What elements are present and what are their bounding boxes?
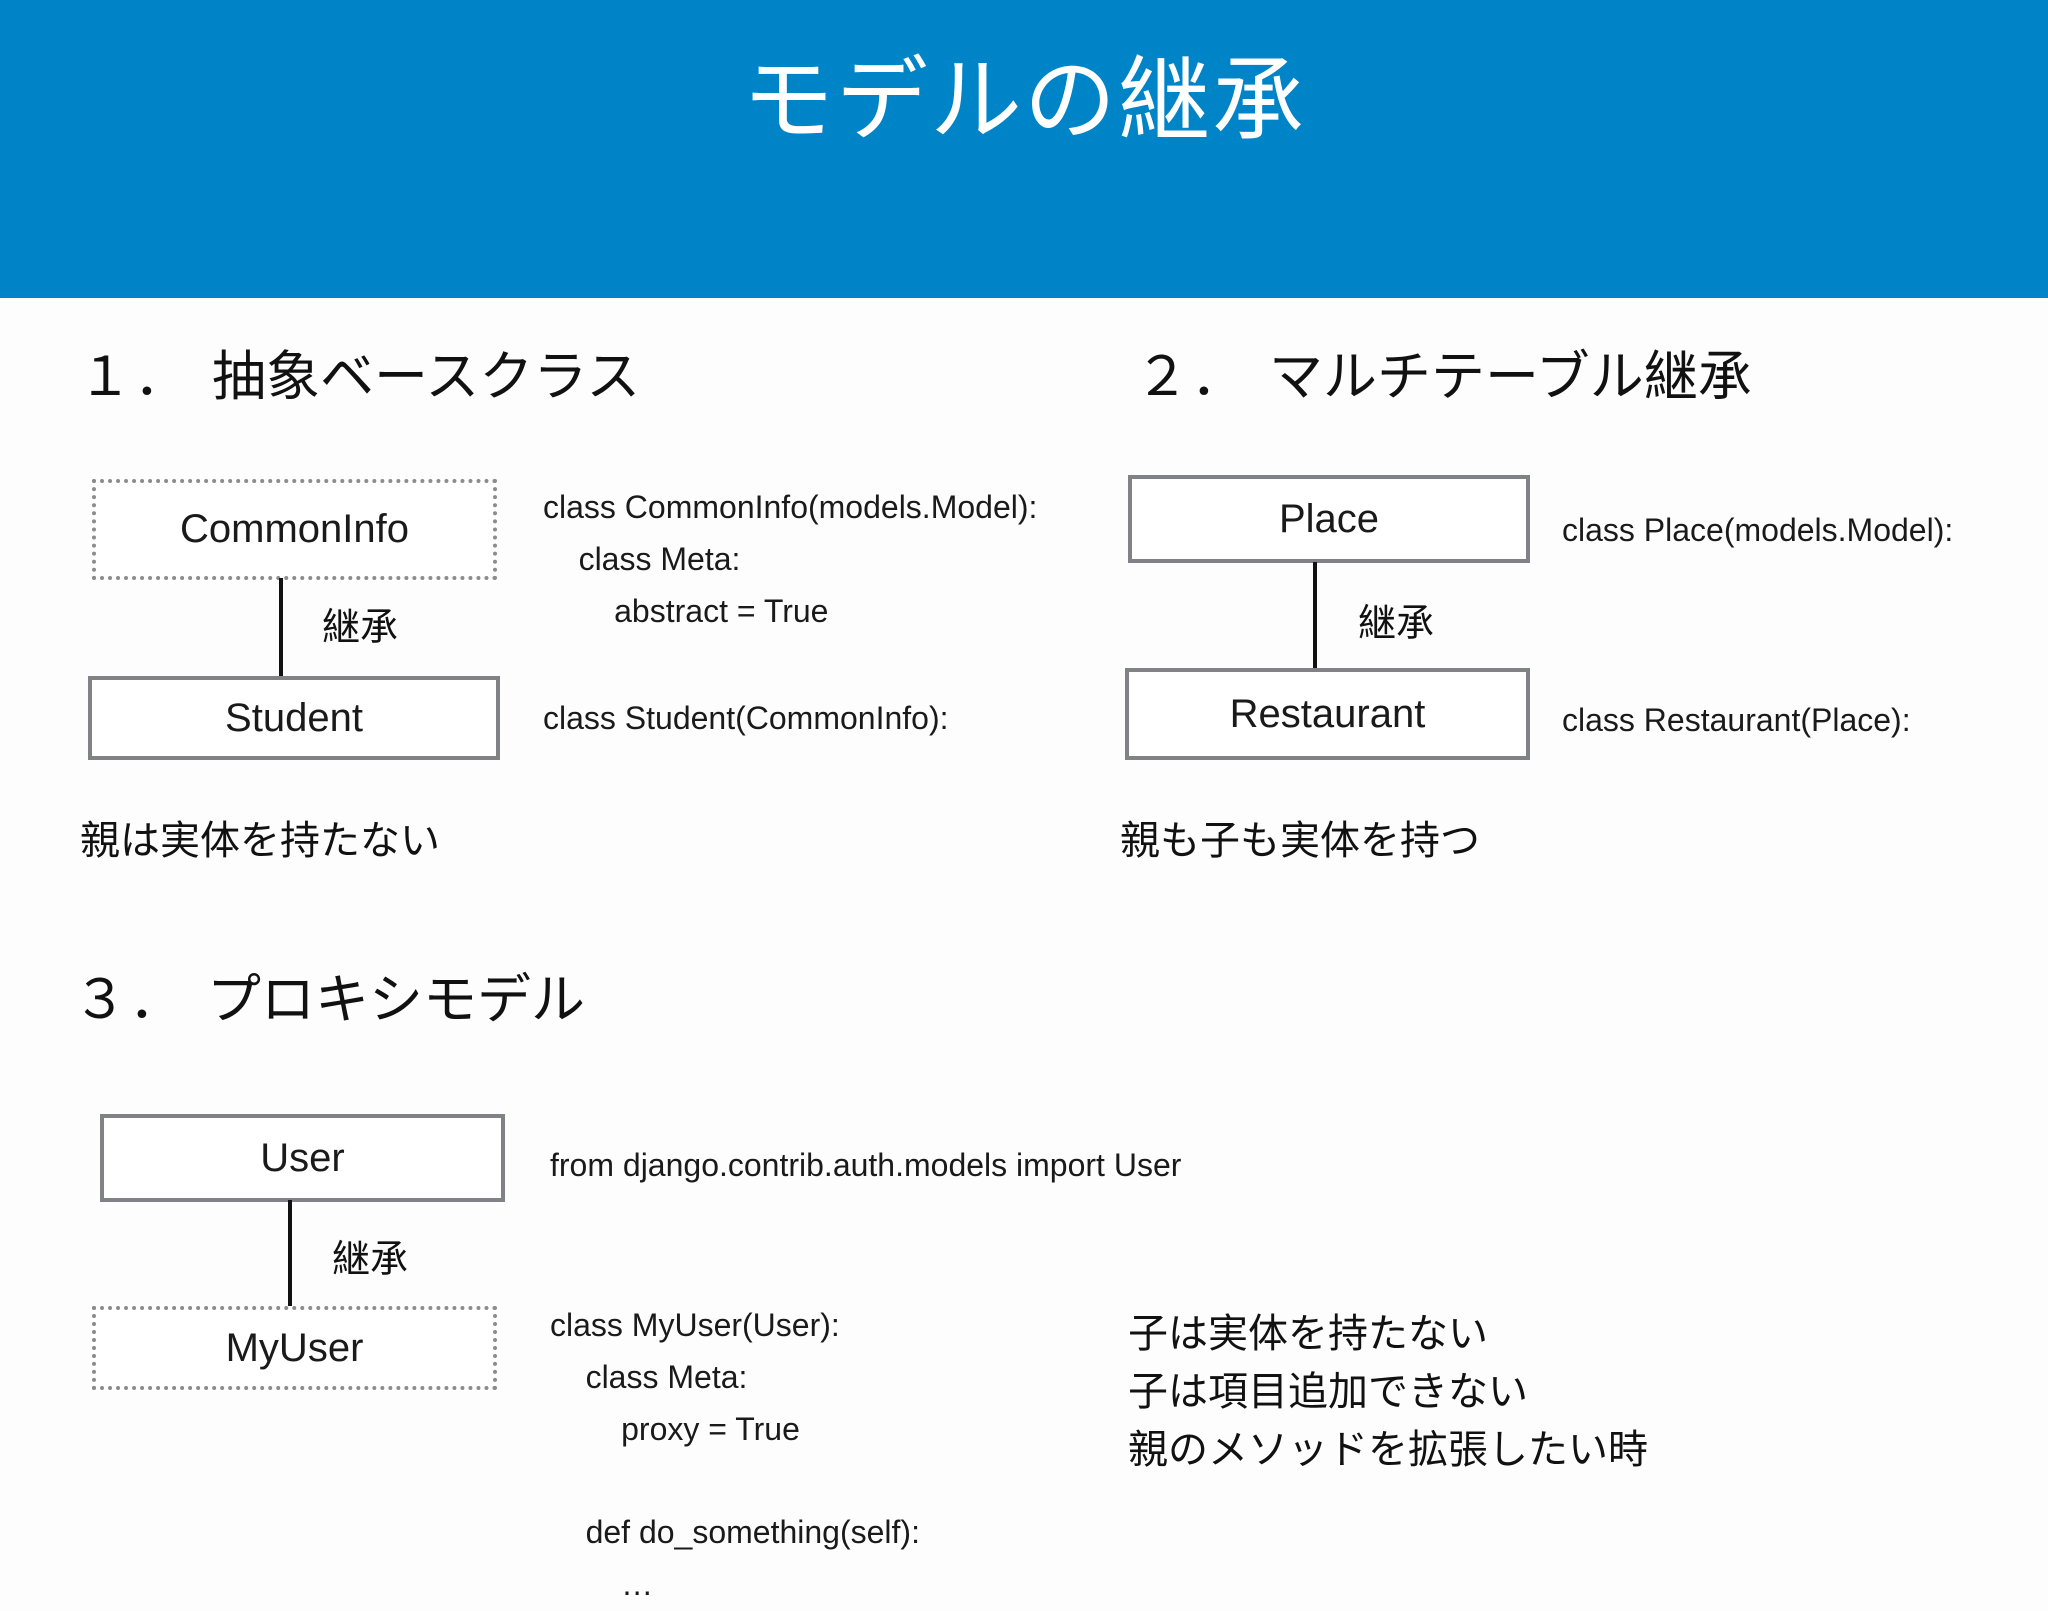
section-3-title: プロキシモデル <box>207 968 585 1031</box>
section-1-caption: 親は実体を持たない <box>80 818 440 864</box>
section-2-parent-label: Place <box>1278 496 1380 541</box>
section-1-child-code: class Student(CommonInfo): <box>543 700 949 736</box>
page-title: モデルの継承 <box>741 47 1306 154</box>
section-3-inheritance-connector <box>288 1200 292 1312</box>
section-2-child-code: class Restaurant(Place): <box>1562 702 1911 738</box>
section-1-parent-label: CommonInfo <box>180 507 409 551</box>
section-2-child-box: Restaurant <box>1125 668 1530 760</box>
section-2-number: ２． <box>1135 345 1247 408</box>
section-3-heading: ３． プロキシモデル <box>73 955 585 1034</box>
section-1-parent-code: class CommonInfo(models.Model): class Me… <box>543 489 1038 629</box>
section-2-title: マルチテーブル継承 <box>1269 345 1752 408</box>
section-3-caption: 子は実体を持たない 子は項目追加できない 親のメソッドを拡張したい時 <box>1128 1311 1648 1473</box>
section-2-child-label: Restaurant <box>1229 691 1426 736</box>
section-1-heading: １． 抽象ベースクラス <box>78 332 640 411</box>
section-1-title: 抽象ベースクラス <box>212 345 641 408</box>
title-banner: モデルの継承 <box>0 0 2048 298</box>
section-3-connector-label: 継承 <box>332 1237 409 1281</box>
section-2-caption: 親も子も実体を持つ <box>1120 818 1480 864</box>
section-1-connector-label: 継承 <box>322 605 399 649</box>
section-3-parent-box: User <box>100 1114 505 1202</box>
section-1-child-box: Student <box>88 676 500 760</box>
section-1-child-label: Student <box>225 695 363 740</box>
section-3-parent-label: User <box>260 1135 345 1180</box>
section-3-child-label: MyUser <box>225 1325 364 1370</box>
section-2-heading: ２． マルチテーブル継承 <box>1135 332 1752 411</box>
section-1-inheritance-connector <box>279 578 283 678</box>
section-2-connector-label: 継承 <box>1358 601 1435 645</box>
section-3-child-code: class MyUser(User): class Meta: proxy = … <box>550 1307 920 1603</box>
section-1-parent-box: CommonInfo <box>92 479 497 580</box>
section-3-child-box: MyUser <box>92 1306 497 1390</box>
section-3-parent-code: from django.contrib.auth.models import U… <box>550 1147 1182 1183</box>
section-2-inheritance-connector <box>1313 562 1317 672</box>
section-2-parent-box: Place <box>1128 475 1530 563</box>
section-2-parent-code: class Place(models.Model): <box>1562 512 1954 548</box>
section-3-number: ３． <box>73 968 185 1031</box>
section-1-number: １． <box>78 345 190 408</box>
